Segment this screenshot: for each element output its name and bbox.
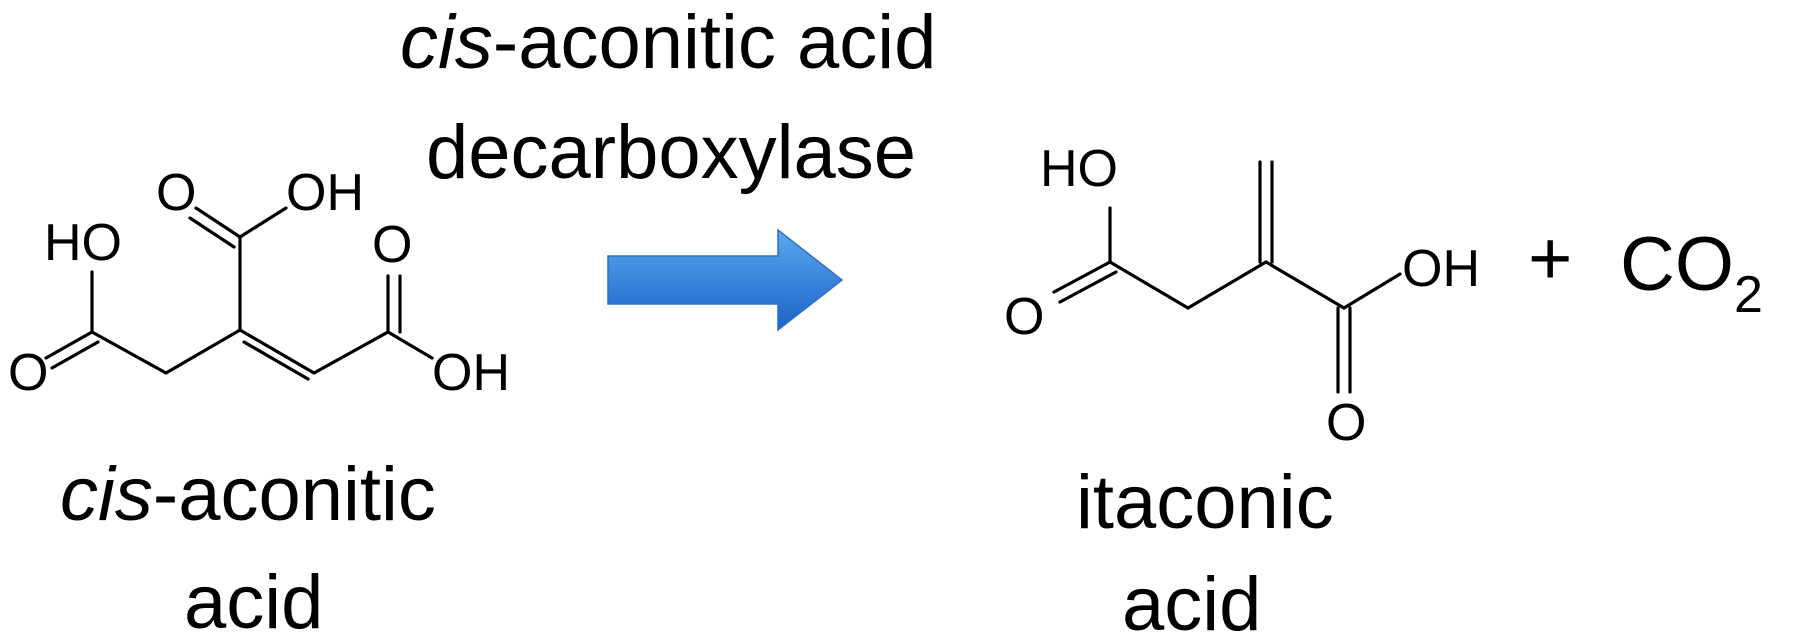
atom-p-oh-right: OH (1402, 240, 1480, 298)
enzyme-label-line1: cis-aconitic acid (400, 0, 936, 85)
substrate-name-line2: acid (184, 560, 323, 643)
bond-c4-c6 (312, 330, 390, 375)
substrate-name: cis-aconitic acid (60, 452, 436, 643)
plus-sign: + (1528, 216, 1572, 301)
atom-oh-top: OH (286, 164, 364, 222)
bond-c1-c2 (90, 330, 168, 375)
bond-c3-c4-a (238, 328, 316, 375)
product-name: itaconic acid (1076, 460, 1334, 643)
reaction-arrow (607, 228, 844, 332)
bond-c3-c4-b (242, 340, 310, 381)
substrate-structure: HO O O OH O OH (8, 164, 510, 402)
bond-p-c2-c3 (1186, 260, 1268, 310)
enzyme-label-cis: cis (400, 0, 493, 85)
substrate-name-cis: cis (60, 452, 153, 537)
bond-c1-o-b (50, 340, 100, 370)
atom-p-o-bottom: O (1326, 394, 1366, 452)
product-name-line1: itaconic (1076, 460, 1334, 545)
bond-p-c4-oh (1342, 272, 1402, 310)
bond-c5-oh (238, 206, 288, 239)
atom-o-left: O (8, 344, 48, 402)
product-name-line2: acid (1122, 562, 1261, 643)
bond-p-c1-o-b (1058, 270, 1118, 304)
byproduct: + CO2 (1528, 216, 1763, 324)
bond-c5-o-b (188, 216, 236, 249)
product-structure: HO O OH O (1004, 140, 1480, 452)
bond-c5-o-a (194, 206, 242, 239)
atom-o-right: O (372, 216, 412, 274)
co2-formula-co: CO (1620, 222, 1734, 307)
co2-formula: CO2 (1620, 222, 1763, 324)
enzyme-label-line1-rest: -aconitic acid (493, 0, 937, 85)
atom-o-top: O (156, 164, 196, 222)
bond-c2-c3 (164, 328, 242, 375)
substrate-name-line1-rest: -aconitic (153, 452, 436, 537)
bond-p-c3-c4 (1264, 260, 1346, 310)
co2-subscript: 2 (1734, 266, 1763, 324)
atom-ho-left: HO (44, 214, 122, 272)
substrate-name-line1: cis-aconitic (60, 452, 436, 537)
atom-oh-right: OH (432, 344, 510, 402)
enzyme-label-line2: decarboxylase (426, 110, 916, 195)
enzyme-label: cis-aconitic acid decarboxylase (400, 0, 936, 195)
bond-p-c1-c2 (1108, 260, 1190, 310)
bond-p-c1-o-a (1052, 260, 1112, 294)
atom-p-o-left: O (1004, 288, 1044, 346)
bond-c1-o-a (44, 330, 94, 360)
bond-c6-oh (386, 330, 434, 360)
atom-p-ho-left: HO (1040, 140, 1118, 198)
